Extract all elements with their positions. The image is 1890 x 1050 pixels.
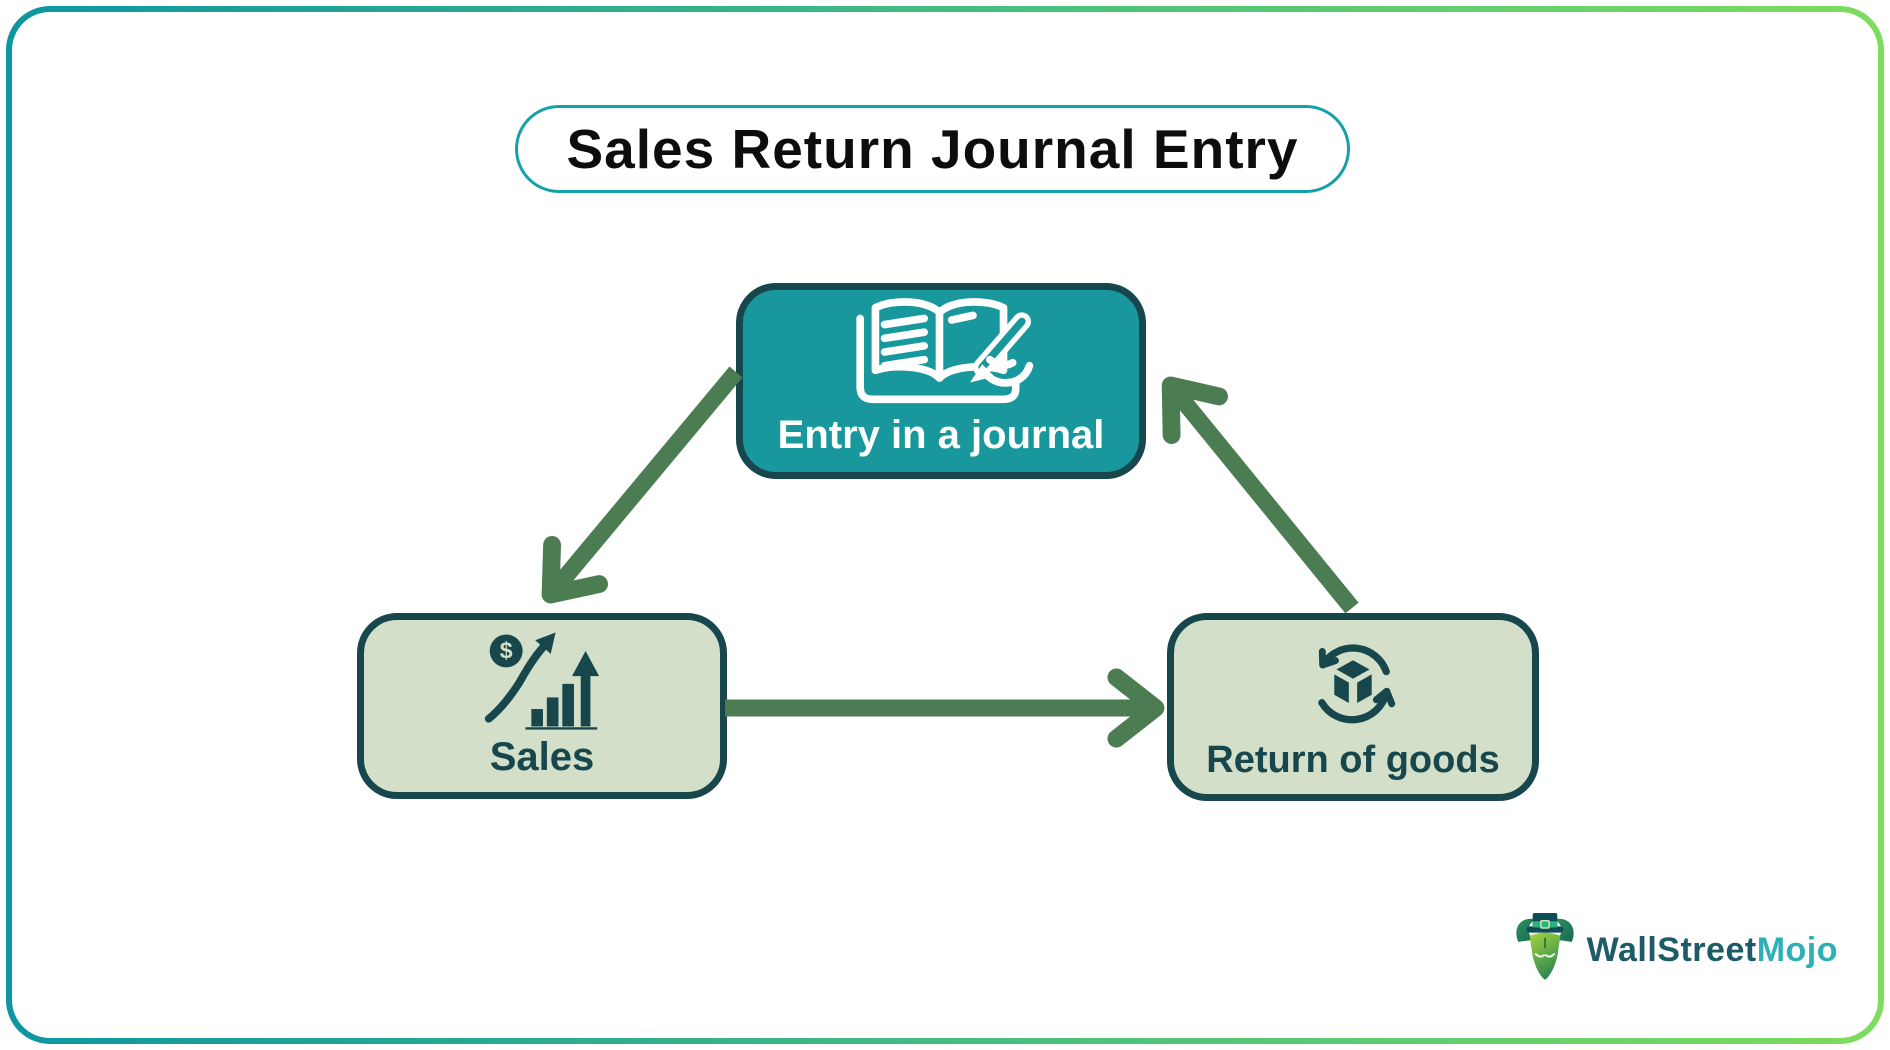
node-label: Entry in a journal [777,413,1105,457]
dollar-symbol: $ [500,638,513,664]
package-return-icon [1297,628,1409,739]
logo-text-mojo: Mojo [1756,931,1838,969]
logo-wordmark: WallStreetMojo [1587,931,1838,970]
node-entry-in-a-journal: Entry in a journal [736,283,1146,479]
node-return-of-goods: Return of goods [1167,613,1539,801]
wallstreetmojo-bull-icon [1513,911,1577,990]
book-writing-icon [841,291,1041,413]
page-title: Sales Return Journal Entry [566,118,1299,180]
node-label: Return of goods [1206,739,1500,781]
node-sales: $ Sales [357,613,727,799]
title-pill: Sales Return Journal Entry [515,105,1350,193]
logo-text-wallstreet: WallStreet [1586,931,1757,969]
node-label: Sales [489,735,595,779]
wallstreetmojo-logo: WallStreetMojo [1513,911,1838,990]
sales-growth-icon: $ [481,625,603,735]
